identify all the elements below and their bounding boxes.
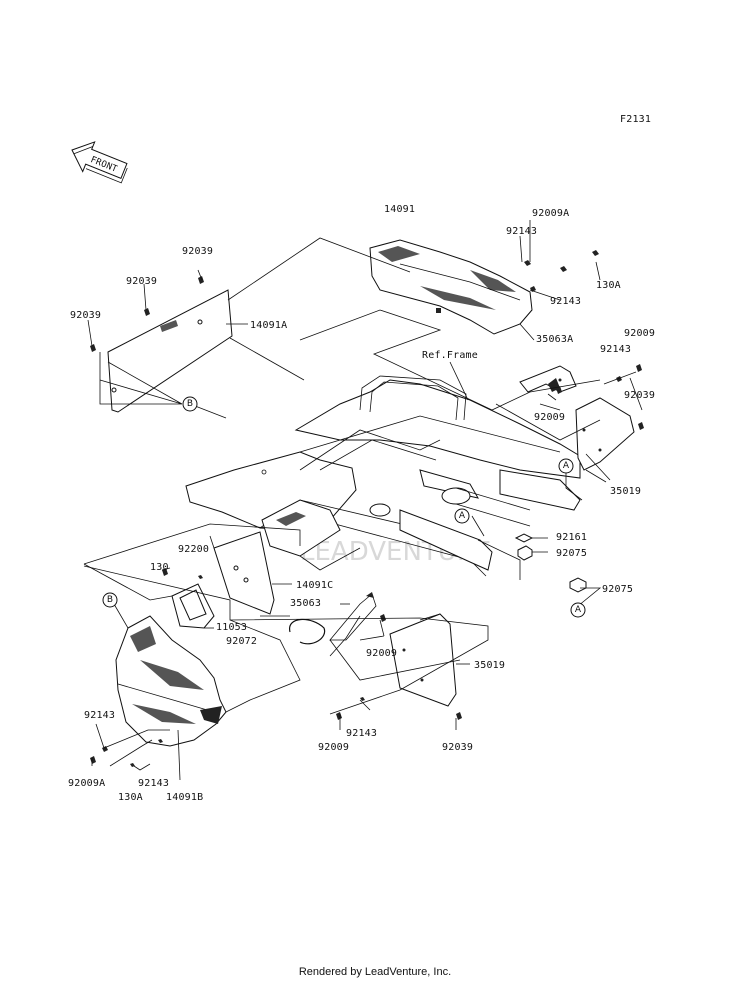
label-92143-r: 92143: [600, 344, 631, 355]
ref-frame-label: Ref.Frame: [422, 350, 478, 361]
panel-35019-right: [575, 397, 635, 471]
label-92161: 92161: [556, 532, 587, 543]
duct-11053: [171, 583, 215, 629]
part-labels: 14091 92009A 92143 130A 92143 35063A 920…: [68, 204, 655, 803]
label-92009-r1: 92009: [624, 328, 655, 339]
label-92143-bl2: 92143: [138, 778, 169, 789]
band-92072: [289, 618, 326, 645]
label-92009-bm: 92009: [318, 742, 349, 753]
label-92143-bl1: 92143: [84, 710, 115, 721]
label-130-mid: 130: [150, 562, 169, 573]
cover-14091: [369, 239, 533, 335]
footer-credit: Rendered by LeadVenture, Inc.: [299, 966, 451, 978]
fasteners: [90, 250, 644, 767]
label-92075-1: 92075: [556, 548, 587, 559]
svg-text:A: A: [575, 605, 582, 615]
main-frame: [185, 375, 581, 577]
label-92039-l2: 92039: [126, 276, 157, 287]
pad-92075: [517, 545, 533, 561]
svg-text:B: B: [107, 595, 113, 605]
leader-lines: [83, 220, 643, 781]
pad-92161: [514, 533, 534, 543]
label-92075-2: 92075: [602, 584, 633, 595]
svg-text:A: A: [563, 461, 570, 471]
bracket-35063: [329, 592, 377, 657]
label-92143-top1: 92143: [506, 226, 537, 237]
callout-b-top: B: [182, 396, 198, 412]
panel-14091c: [213, 531, 275, 615]
panel-35019-bottom: [389, 613, 457, 707]
cover-14091b: [115, 615, 227, 747]
label-92039-bm: 92039: [442, 742, 473, 753]
svg-text:B: B: [187, 399, 193, 409]
label-92039-r: 92039: [624, 390, 655, 401]
label-35063: 35063: [290, 598, 321, 609]
panel-14091a: [107, 289, 233, 413]
pad-92075-b: [569, 577, 587, 593]
label-130a-top: 130A: [596, 280, 621, 291]
label-92200: 92200: [178, 544, 209, 555]
label-92039-l3: 92039: [70, 310, 101, 321]
label-92072: 92072: [226, 636, 257, 647]
svg-text:A: A: [459, 511, 466, 521]
label-92009a-top: 92009A: [532, 208, 569, 219]
label-92143-bm: 92143: [346, 728, 377, 739]
label-35019-r: 35019: [610, 486, 641, 497]
label-92009a-bl: 92009A: [68, 778, 105, 789]
label-11053: 11053: [216, 622, 247, 633]
figure-id: F2131: [620, 114, 651, 125]
bracket-35063a: [519, 365, 577, 393]
callout-b-bottom: B: [102, 592, 118, 608]
label-92039-l1: 92039: [182, 246, 213, 257]
label-14091c: 14091C: [296, 580, 333, 591]
label-92143-top2: 92143: [550, 296, 581, 307]
label-92009-r2: 92009: [534, 412, 565, 423]
label-14091: 14091: [384, 204, 415, 215]
label-35019-mid: 35019: [474, 660, 505, 671]
front-arrow-icon: FRONT: [71, 141, 128, 184]
label-35063a: 35063A: [536, 334, 573, 345]
label-14091b: 14091B: [166, 792, 203, 803]
callout-a-low: A: [570, 602, 586, 618]
callout-a-right: A: [558, 458, 574, 474]
callout-a-mid: A: [454, 508, 470, 524]
label-14091a: 14091A: [250, 320, 287, 331]
label-92009-mid: 92009: [366, 648, 397, 659]
label-130a-bl: 130A: [118, 792, 143, 803]
